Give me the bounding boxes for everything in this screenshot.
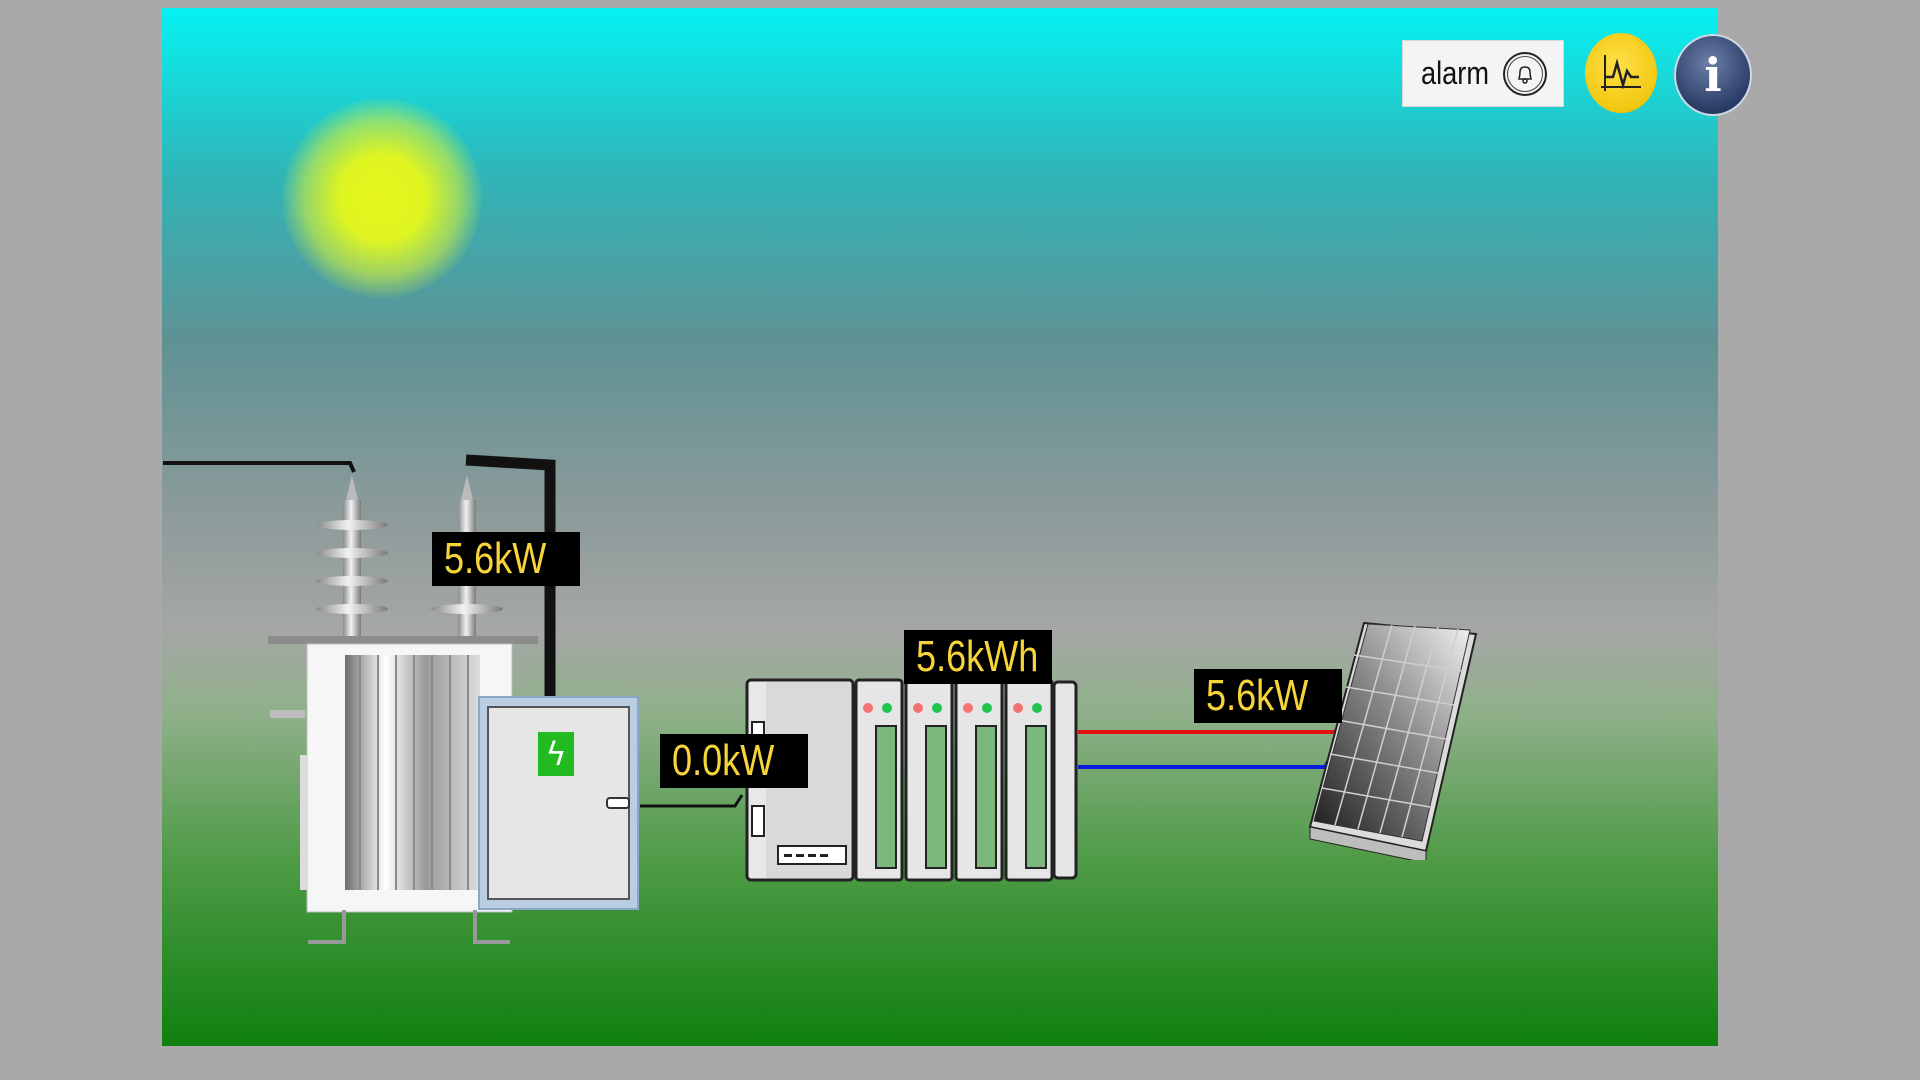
high-voltage-icon: ϟ — [538, 732, 574, 776]
alarm-label: alarm — [1421, 55, 1490, 91]
bushing-left — [316, 475, 388, 640]
io-modules — [854, 678, 1054, 882]
alarm-button[interactable]: alarm — [1402, 40, 1564, 107]
bell-icon — [1503, 52, 1547, 96]
info-button[interactable]: i — [1674, 34, 1752, 116]
solar-panel[interactable] — [1300, 615, 1490, 860]
cable-riser — [465, 454, 556, 700]
trend-button[interactable] — [1585, 33, 1657, 113]
breaker-cabinet[interactable]: ϟ — [478, 696, 639, 910]
inverter-rack[interactable] — [744, 678, 1080, 886]
solar-power-readout: 5.6kW — [1194, 669, 1342, 723]
pulse-chart-icon — [1601, 55, 1641, 91]
ac-cable — [640, 794, 744, 808]
grid-power-readout: 0.0kW — [660, 734, 808, 788]
transformer[interactable] — [260, 460, 540, 950]
transformer-power-readout: 5.6kW — [432, 532, 580, 586]
sun-icon — [282, 98, 482, 298]
cabinet-handle[interactable] — [606, 797, 630, 809]
overhead-line — [163, 461, 356, 473]
info-icon: i — [1704, 48, 1722, 102]
energy-readout: 5.6kWh — [904, 630, 1052, 684]
dc-negative-line — [1078, 753, 1334, 769]
